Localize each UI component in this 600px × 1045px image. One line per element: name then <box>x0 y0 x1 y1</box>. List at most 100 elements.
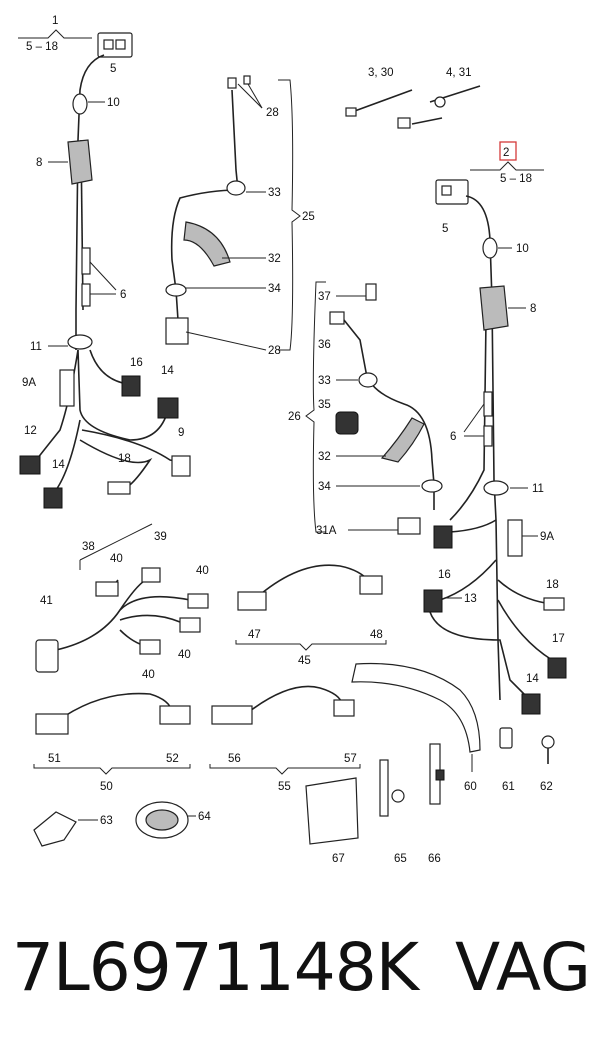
branch-16-right <box>449 519 497 533</box>
wiring-harness-diagram: 1 5 – 18 5 10 8 6 11 <box>18 15 567 865</box>
callout-34-top: 34 <box>268 283 281 295</box>
callout-14-right: 14 <box>526 673 539 685</box>
callout-40-d: 40 <box>142 669 155 681</box>
sensor-bracket-28 <box>165 317 189 345</box>
connector-36 <box>329 311 345 325</box>
wire-38-d <box>119 614 181 623</box>
bracket-55 <box>209 764 361 775</box>
grommet-34-top <box>165 283 187 297</box>
connector-16-right <box>433 525 453 549</box>
leader-28-bottom <box>185 331 267 351</box>
connector-47 <box>237 591 267 611</box>
callout-group2-range: 5 – 18 <box>500 173 532 185</box>
misc-hardware: 60 61 62 63 64 67 65 66 <box>33 662 555 865</box>
sensor-harness-26: 26 37 36 33 35 32 34 31A <box>288 281 443 537</box>
callout-5-right: 5 <box>442 223 448 235</box>
leader-28-top-a <box>237 83 263 109</box>
connector-57 <box>333 699 355 717</box>
wire-38-e <box>119 629 141 645</box>
connector-5-right-pin <box>441 185 452 196</box>
grommet-11-left <box>67 334 93 350</box>
tie-3-head <box>345 107 357 117</box>
callout-18-right: 18 <box>546 579 559 591</box>
callout-9A-left: 9A <box>22 377 36 389</box>
clip-6-right-a <box>483 391 493 417</box>
sensor-harness-25: 28 33 32 34 28 25 <box>165 75 315 357</box>
bracket-66-clip <box>435 769 445 781</box>
callout-group1-range: 5 – 18 <box>26 41 58 53</box>
callout-45: 45 <box>298 655 311 667</box>
callout-50: 50 <box>100 781 113 793</box>
callout-3-30: 3, 30 <box>368 67 394 79</box>
callout-18-left: 18 <box>118 453 131 465</box>
callout-61: 61 <box>502 781 515 793</box>
bracket-50 <box>33 764 191 775</box>
callout-16-left: 16 <box>130 357 143 369</box>
callout-10-right: 10 <box>516 243 529 255</box>
callout-28-bottom: 28 <box>268 345 281 357</box>
callout-16-right: 16 <box>438 569 451 581</box>
grommet-64-inner <box>145 809 179 831</box>
tie-4-clip <box>434 96 446 108</box>
group2-bracket <box>470 161 544 171</box>
callout-52: 52 <box>166 753 179 765</box>
connector-28-top-a <box>227 77 237 89</box>
grommet-33-mid <box>358 372 378 388</box>
callout-14-left-a: 14 <box>161 365 174 377</box>
bracket-9A-left <box>59 369 75 407</box>
leader-28-top-b <box>247 83 263 109</box>
harness-50: 51 52 50 <box>33 692 191 793</box>
branch-14 <box>77 349 169 441</box>
brand-text: VAG <box>455 929 592 1006</box>
connector-14-right <box>521 693 541 715</box>
branch-9 <box>81 429 181 463</box>
callout-47: 47 <box>248 629 261 641</box>
clip-63 <box>33 811 77 847</box>
cable-ties: 3, 30 4, 31 <box>345 67 481 129</box>
callout-37: 37 <box>318 291 331 303</box>
trim-60 <box>351 662 481 753</box>
connector-51 <box>35 713 69 735</box>
callout-12-left: 12 <box>24 425 37 437</box>
wire-50 <box>55 692 173 723</box>
callout-51: 51 <box>48 753 61 765</box>
callout-17: 17 <box>552 633 565 645</box>
connector-18-right <box>543 597 565 611</box>
bracket-65-nut <box>391 789 405 803</box>
callout-5-left: 5 <box>110 63 116 75</box>
branch-14-right <box>429 611 531 701</box>
wire-45 <box>255 564 371 599</box>
callout-40-b: 40 <box>196 565 209 577</box>
clip-6-right-b <box>483 425 493 447</box>
callout-56: 56 <box>228 753 241 765</box>
bracket-65 <box>379 759 389 817</box>
connector-12-left <box>19 455 41 475</box>
connector-5-right <box>435 179 469 205</box>
callout-14-left-b: 14 <box>52 459 65 471</box>
callout-8-left: 8 <box>36 157 42 169</box>
callout-33-top: 33 <box>268 187 281 199</box>
branch-12 <box>29 349 79 469</box>
callout-6-right: 6 <box>450 431 456 443</box>
callout-11-right: 11 <box>532 483 544 495</box>
callout-41: 41 <box>40 595 53 607</box>
leader-6-left-a <box>89 261 117 291</box>
cover-32-mid <box>380 417 425 463</box>
screw-62-head <box>541 735 555 749</box>
callout-9: 9 <box>178 427 184 439</box>
callout-4-31: 4, 31 <box>446 67 472 79</box>
part-number-text: 7L6971148K <box>12 929 419 1006</box>
callout-33-mid: 33 <box>318 375 331 387</box>
callout-40-a: 40 <box>110 553 123 565</box>
callout-group2-number: 2 <box>503 147 509 159</box>
connector-56 <box>211 705 253 725</box>
grommet-10-right <box>482 237 498 259</box>
main-wire-right-2 <box>449 319 487 521</box>
connector-41 <box>35 639 59 673</box>
sensor-35 <box>335 411 359 435</box>
connector-18-left <box>107 481 131 495</box>
connector-14-left-a <box>157 397 179 419</box>
callout-10-left: 10 <box>107 97 120 109</box>
group1-bracket <box>18 29 92 39</box>
connector-9 <box>171 455 191 477</box>
